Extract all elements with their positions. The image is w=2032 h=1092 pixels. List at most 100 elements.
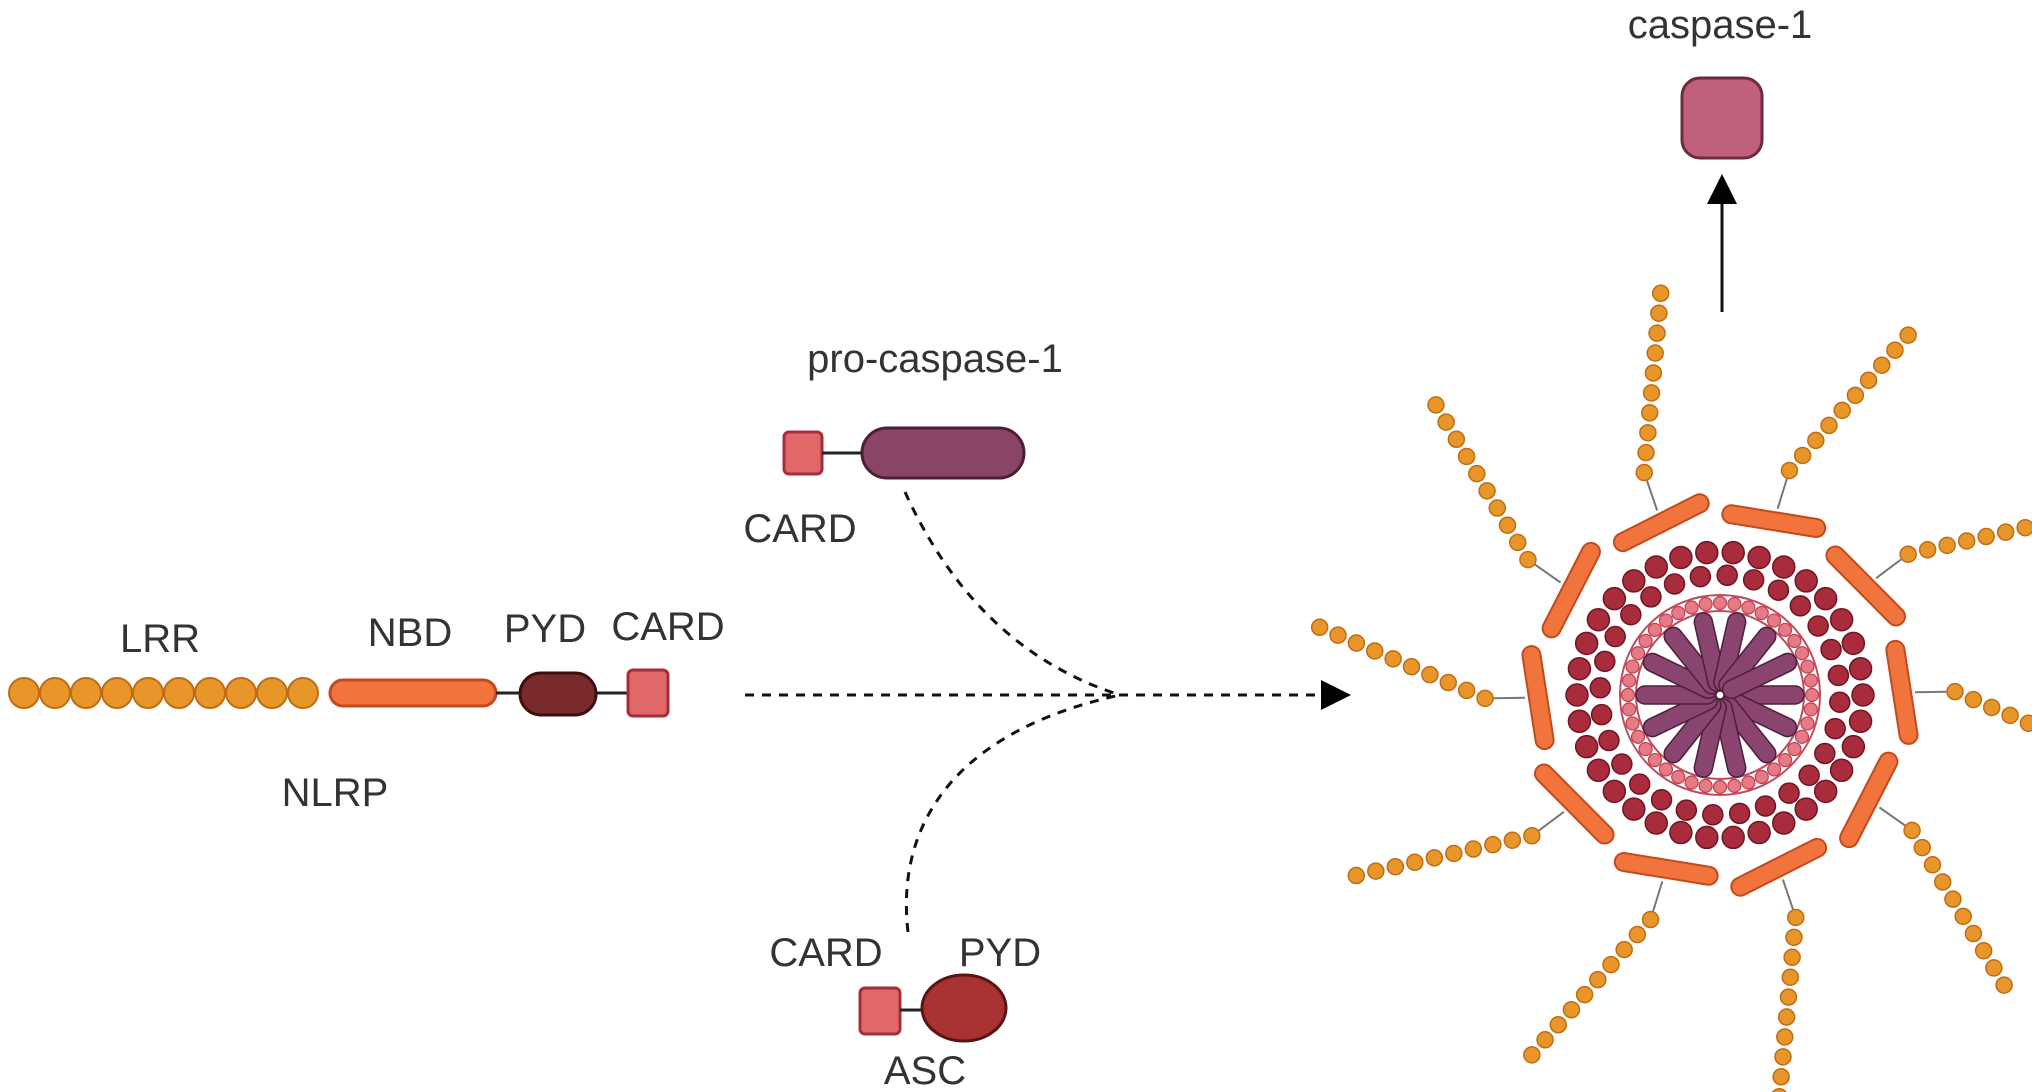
lrr-bead (1777, 1008, 1796, 1026)
lrr-bead (1367, 862, 1385, 880)
lrr-bead (1628, 925, 1647, 944)
lrr-bead (1646, 344, 1664, 362)
lrr-bead (1425, 849, 1444, 867)
dashed-path-from-procaspase (903, 491, 1121, 697)
lrr-bead (1641, 910, 1660, 929)
lrr-bead (1602, 955, 1620, 974)
lrr-bead (1484, 835, 1502, 854)
card-bead (1766, 762, 1782, 777)
lrr-bead (1519, 550, 1537, 569)
pyd-bead (1702, 804, 1724, 826)
card-bead (1684, 600, 1699, 615)
nlrp-label: NLRP (282, 771, 389, 815)
lrr-bead (1781, 968, 1800, 986)
lrr-bead (1402, 657, 1421, 676)
card-bead (1787, 741, 1802, 757)
lrr-bead (1523, 1046, 1541, 1064)
pyd-bead (1848, 656, 1873, 681)
card-bead (1777, 752, 1793, 768)
nbd-segment (1839, 751, 1899, 849)
pyd-bead (1644, 811, 1669, 835)
lrr-bead (1468, 464, 1486, 483)
lrr-bead (1439, 673, 1458, 692)
nbd-segment (1612, 493, 1710, 553)
lrr-bead (1615, 940, 1633, 959)
card-bead (1698, 597, 1713, 612)
lrr-bead (1964, 924, 1983, 943)
lrr-bead (1347, 866, 1366, 885)
pyd-bead (1827, 664, 1850, 687)
card-bead (1622, 702, 1637, 717)
nbd-domain (328, 678, 498, 708)
card-bead (1754, 605, 1769, 621)
lrr-bead (1437, 413, 1455, 431)
nbd-segment (1541, 541, 1601, 639)
pyd-bead (1574, 631, 1599, 656)
pyd-bead (1851, 683, 1875, 707)
lrr-bead (1974, 941, 1993, 960)
pyd-bead (1716, 564, 1738, 586)
pyd-bead (1640, 586, 1662, 608)
lrr-bead (1347, 634, 1366, 652)
nbd-segment (1721, 504, 1827, 538)
lrr-bead (1536, 1031, 1554, 1049)
pyd-bead (1590, 703, 1613, 726)
lrr-bead (1977, 527, 1995, 546)
card-bead (1630, 646, 1646, 661)
card-bead (1625, 659, 1640, 674)
pyd-bead (1798, 764, 1820, 787)
pyd-bead (1747, 545, 1771, 570)
nbd-segment (1730, 837, 1828, 897)
nbd-segment (1613, 852, 1719, 886)
pyd-bead (1622, 797, 1646, 821)
asc-label: ASC (884, 1049, 966, 1092)
lrr-bead (1650, 304, 1668, 322)
pro-caspase1-body (860, 426, 1026, 480)
lrr-bead (1476, 689, 1494, 708)
pyd-bead (1742, 569, 1765, 591)
lrr-bead (1457, 447, 1476, 466)
lrr-bead (1445, 844, 1463, 863)
pyd-bead (1814, 742, 1836, 765)
pyd-bead (1829, 691, 1851, 713)
lrr-bead (1946, 682, 1964, 701)
pyd-bead (1771, 555, 1796, 579)
pro-caspase1-card-domain (782, 430, 824, 476)
caspase1-label: caspase-1 (1628, 3, 1813, 47)
pyd-bead (1589, 677, 1611, 699)
card-bead (1803, 702, 1818, 717)
card-bead (1630, 729, 1646, 744)
card-bead (1647, 752, 1663, 768)
lrr-bead (1457, 681, 1476, 700)
lrr-bead (1329, 626, 1347, 644)
nbd-segment (1521, 645, 1555, 751)
lrr-bead (1771, 1087, 1787, 1092)
lrr-bead (1508, 533, 1527, 552)
nbd-label: NBD (368, 611, 452, 655)
nlrp-card-domain (626, 668, 670, 718)
card-bead (1787, 633, 1802, 649)
lrr-bead (1783, 948, 1801, 967)
card-bead (1671, 769, 1686, 785)
pro-caspase1-label: pro-caspase-1 (807, 337, 1063, 381)
card-bead (1800, 716, 1815, 731)
pyd-bead (1829, 758, 1854, 783)
pyd-bead (1829, 607, 1854, 632)
card-bead (1712, 595, 1728, 611)
card-bead (1658, 762, 1674, 777)
card-bead (1804, 687, 1820, 703)
pyd-bead (1767, 579, 1790, 601)
lrr-bead (1787, 908, 1805, 927)
lrr-bead (1640, 404, 1659, 422)
pyd-bead (1794, 569, 1818, 593)
lrr-bead (1779, 988, 1798, 1006)
pyd-bead (1813, 586, 1838, 611)
pyd-bead (1778, 782, 1800, 804)
lrr-bead (1785, 928, 1803, 947)
pyd-bead (1695, 825, 1719, 850)
lrr-label: LRR (120, 617, 200, 661)
pyd-bead (1820, 638, 1842, 661)
asc-card-label: CARD (769, 931, 882, 975)
lrr-bead (1918, 541, 1937, 559)
pyd-bead (1567, 656, 1592, 681)
